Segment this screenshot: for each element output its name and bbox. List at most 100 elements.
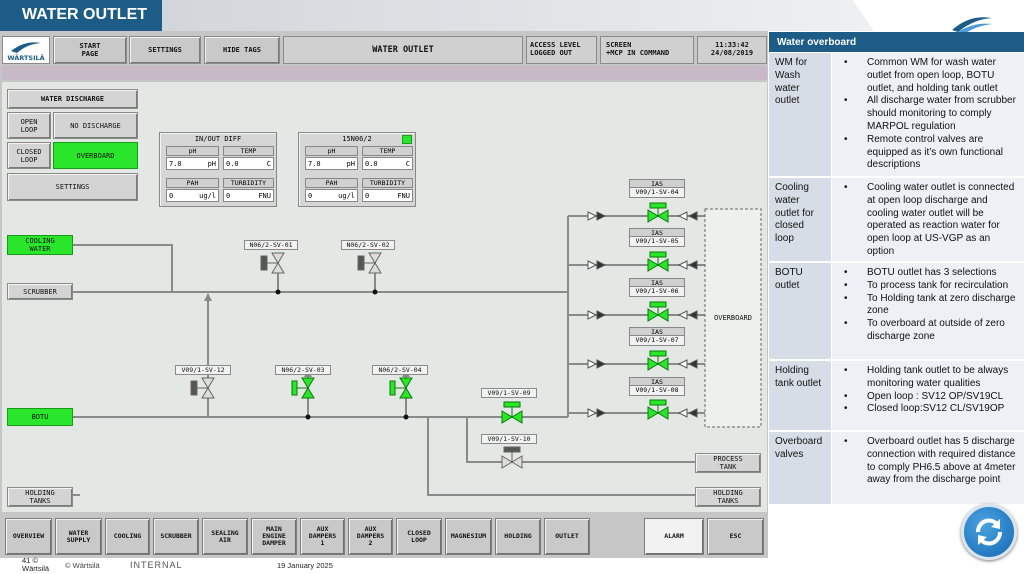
ph-unit: pH — [346, 160, 355, 168]
ias-label: IAS — [629, 377, 685, 386]
screen-label: SCREEN — [606, 41, 632, 49]
ph-label: pH — [305, 146, 358, 156]
overboard-label: OVERBOARD — [714, 314, 752, 322]
open-loop-label: OPEN LOOP — [7, 112, 51, 139]
valve-tag-sv09[interactable]: V09/1-SV-09 — [481, 388, 537, 398]
pah-value: 0 — [308, 192, 313, 200]
info-row: Holding tank outlet Holding tank outlet … — [769, 361, 1024, 431]
brand-text: WÄRTSILÄ — [7, 53, 44, 62]
ias-label: IAS — [629, 327, 685, 336]
valve-tag-sv03[interactable]: N06/2-SV-03 — [275, 365, 331, 375]
screen-title: WATER OUTLET — [283, 36, 523, 64]
row-title: BOTU outlet — [769, 263, 831, 359]
hide-tags-button[interactable]: HIDE TAGS — [204, 36, 280, 64]
turbidity-unit: FNU — [258, 192, 271, 200]
screen-value: +MCP IN COMMAND — [606, 49, 670, 57]
wartsila-logo-icon — [952, 17, 992, 33]
row-bullet: Remote control valves are equipped as it… — [840, 134, 1020, 172]
info-row: WM for Wash water outlet Common WM for w… — [769, 53, 1024, 177]
row-bullet: To process tank for recirculation — [840, 280, 1020, 293]
row-title: Overboard valves — [769, 432, 831, 504]
row-content: Overboard outlet has 5 discharge connect… — [832, 432, 1024, 504]
closed-loop-label: CLOSED LOOP — [7, 142, 51, 169]
valve-tag-sv12[interactable]: V09/1-SV-12 — [175, 365, 231, 375]
valve-tag-sv04[interactable]: N06/2-SV-04 — [372, 365, 428, 375]
turbidity-label: TURBIDITY — [362, 178, 413, 188]
discharge-settings-button[interactable]: SETTINGS — [7, 173, 138, 201]
esc-button[interactable]: ESC — [707, 518, 764, 555]
title-bar: WATER OUTLET — [0, 0, 162, 31]
nav-scrubber[interactable]: SCRUBBER — [153, 518, 199, 555]
nav-water-supply[interactable]: WATER SUPPLY — [55, 518, 102, 555]
settings-button[interactable]: SETTINGS — [129, 36, 201, 64]
nav-main-engine-damper[interactable]: MAIN ENGINE DAMPER — [251, 518, 297, 555]
row-bullet: BOTU outlet has 3 selections — [840, 267, 1020, 280]
valve-tag-sv10[interactable]: V09/1-SV-10 — [481, 434, 537, 444]
valve-tag-sv02[interactable]: N06/2-SV-02 — [341, 240, 395, 250]
turbidity-unit: FNU — [397, 192, 410, 200]
row-content: BOTU outlet has 3 selections To process … — [832, 263, 1024, 359]
temp-label: TEMP — [223, 146, 274, 156]
panel-title: IN/OUT DIFF — [194, 135, 242, 143]
nav-aux-dampers-1[interactable]: AUX DAMPERS 1 — [300, 518, 345, 555]
refresh-button[interactable] — [961, 504, 1017, 560]
start-page-button[interactable]: START PAGE — [53, 36, 127, 64]
valve-tag-sv01[interactable]: N06/2-SV-01 — [244, 240, 298, 250]
holding-tanks-destination[interactable]: HOLDING TANKS — [695, 487, 761, 507]
no-discharge-button[interactable]: NO DISCHARGE — [53, 112, 138, 139]
row-bullet: Open loop : SV12 OP/SV19CL — [840, 391, 1020, 404]
ias-valve: V09/1-SV-04 — [629, 188, 685, 198]
nav-sealing-air[interactable]: SEALING AIR — [202, 518, 248, 555]
clock-date: 24/08/2019 — [710, 49, 754, 57]
nav-outlet[interactable]: OUTLET — [544, 518, 590, 555]
row-bullet: Common WM for wash water outlet from ope… — [840, 57, 1020, 95]
row-bullet: Overboard outlet has 5 discharge connect… — [840, 436, 1020, 487]
slide-number: 41 — [22, 556, 31, 565]
row-bullet: Closed loop:SV12 CL/SV19OP — [840, 403, 1020, 416]
pah-unit: ug/l — [338, 192, 355, 200]
ias-label: IAS — [629, 179, 685, 188]
slide-number-block: 41 © Wärtsilä — [22, 557, 49, 573]
row-bullet: Holding tank outlet to be always monitor… — [840, 365, 1020, 391]
process-tank-destination[interactable]: PROCESS TANK — [695, 453, 761, 473]
alarm-button[interactable]: ALARM — [644, 518, 704, 555]
footer-date: 19 January 2025 — [277, 561, 333, 570]
scrubber-source[interactable]: SCRUBBER — [7, 283, 73, 300]
pah-label: PAH — [166, 178, 219, 188]
botu-source[interactable]: BOTU — [7, 408, 73, 426]
row-content: Common WM for wash water outlet from ope… — [832, 53, 1024, 176]
info-row: Overboard valves Overboard outlet has 5 … — [769, 432, 1024, 504]
title-band — [162, 0, 874, 31]
nav-holding[interactable]: HOLDING — [495, 518, 541, 555]
ias-label: IAS — [629, 228, 685, 237]
status-indicator — [402, 135, 412, 144]
ias-valve: V09/1-SV-05 — [629, 237, 685, 247]
footer-copyright: © Wärtsilä — [65, 561, 100, 570]
nav-magnesium[interactable]: MAGNESIUM — [445, 518, 492, 555]
cooling-water-source[interactable]: COOLING WATER — [7, 235, 73, 255]
nav-closed-loop[interactable]: CLOSED LOOP — [396, 518, 442, 555]
row-bullet: Cooling water outlet is connected at ope… — [840, 182, 1020, 259]
nav-overview[interactable]: OVERVIEW — [5, 518, 52, 555]
holding-tanks-source[interactable]: HOLDING TANKS — [7, 487, 73, 507]
footer-company: Wärtsilä — [22, 564, 50, 573]
nav-cooling[interactable]: COOLING — [105, 518, 150, 555]
panel-title: 15N06/2 — [342, 135, 372, 143]
temp-unit: C — [266, 160, 271, 168]
turbidity-value: 0 — [365, 192, 370, 200]
info-table: Water overboard WM for Wash water outlet… — [769, 32, 1024, 504]
overboard-button[interactable]: OVERBOARD — [53, 142, 138, 169]
footer-copyright-mark: © — [32, 556, 38, 565]
row-title: Cooling water outlet for closed loop — [769, 178, 831, 261]
ias-valve: V09/1-SV-07 — [629, 336, 685, 346]
nav-aux-dampers-2[interactable]: AUX DAMPERS 2 — [348, 518, 393, 555]
